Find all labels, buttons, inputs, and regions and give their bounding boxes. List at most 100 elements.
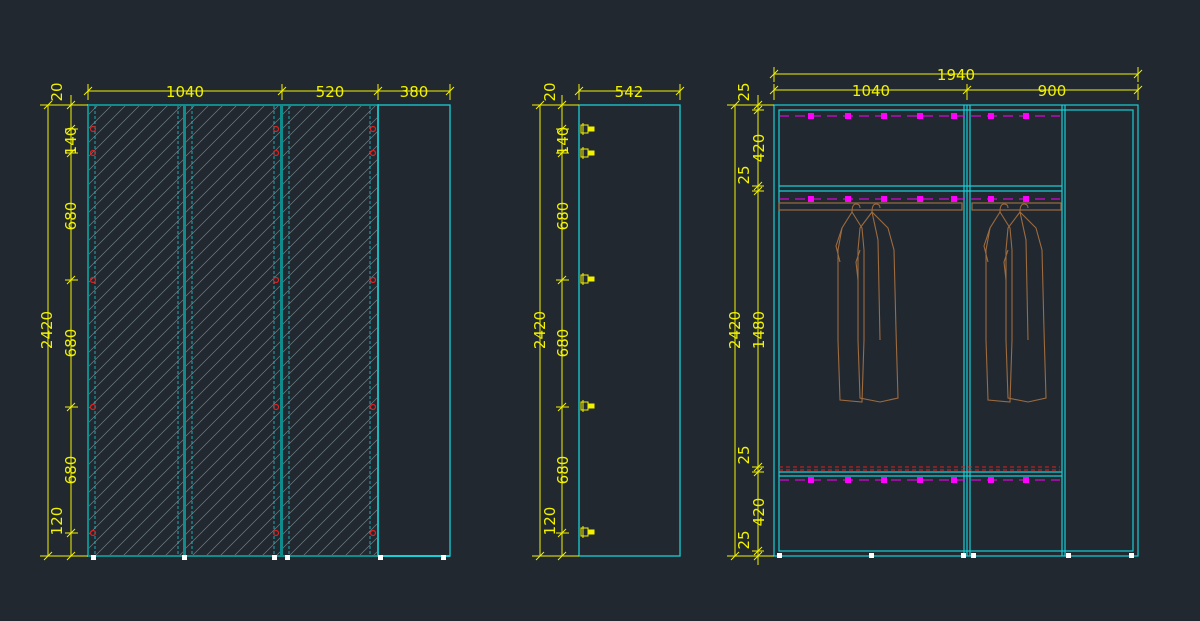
glass-hatch-line (186, 341, 280, 437)
glass-hatch-line (89, 159, 183, 255)
glass-hatch-line (186, 201, 280, 297)
hinge-symbol (580, 123, 595, 135)
hinge-mark (272, 529, 280, 537)
hanging-clothes-right (983, 203, 1047, 403)
door-panel-right (281, 104, 379, 557)
foot (1066, 553, 1071, 558)
glass-hatch-line (89, 106, 168, 185)
glass-hatch-line (283, 397, 377, 493)
glass-hatch-line (89, 299, 183, 395)
glass-hatch-line (283, 411, 377, 507)
hinge-symbol (580, 147, 595, 159)
foot (272, 555, 277, 560)
glass-hatch-line (186, 271, 280, 367)
glass-hatch-line (283, 271, 377, 367)
dim-width-380: 380 (400, 83, 429, 101)
dim-segment: 420 (750, 498, 768, 527)
carcass-outline (773, 104, 1139, 557)
hinge-mark (272, 125, 280, 133)
glass-hatch-line (186, 439, 280, 535)
glass-hatch-line (0, 100, 186, 560)
glass-hatch-line (186, 411, 280, 507)
glass-hatch-line (283, 173, 377, 269)
dim-segment: 25 (735, 82, 753, 101)
hinge-mark (369, 403, 377, 411)
glass-hatch-line (89, 439, 183, 535)
hinge-mark (89, 529, 97, 537)
glass-hatch-left (89, 100, 649, 560)
foot (1129, 553, 1134, 558)
glass-hatch-line (89, 285, 183, 381)
door-panel-left (87, 104, 185, 557)
dim-overall-height: 2420 (531, 311, 549, 349)
glass-hatch-line (89, 173, 183, 269)
dim-segment: 680 (554, 202, 572, 231)
glass-hatch-line (89, 411, 183, 507)
glass-hatch-line (186, 257, 280, 353)
hinge-mark (89, 125, 97, 133)
foot (441, 555, 446, 560)
glass-hatch-line (89, 243, 183, 339)
dim-segment: 140 (62, 127, 80, 156)
dim-segment: 680 (554, 456, 572, 485)
foot (91, 555, 96, 560)
dim-segment: 25 (735, 165, 753, 184)
glass-hatch-line (289, 467, 377, 555)
glass-hatch-line (186, 355, 280, 451)
glass-hatch-line (186, 397, 280, 493)
hinge-symbol (580, 400, 595, 412)
glass-hatch-line (186, 299, 280, 395)
glass-hatch-line (109, 481, 183, 555)
hinge-mark (272, 149, 280, 157)
glass-hatch-line (186, 131, 280, 227)
dim-width-1040: 1040 (852, 82, 890, 100)
hanging-rail-left (778, 202, 963, 211)
glass-hatch-line (186, 106, 195, 115)
glass-hatch-line (123, 495, 183, 555)
dim-segment: 680 (62, 456, 80, 485)
glass-hatch-line (89, 145, 183, 241)
glass-hatch-line (276, 551, 280, 555)
hinge-mark (89, 149, 97, 157)
dim-top-offset: 20 (541, 82, 559, 101)
glass-hatch-line (186, 215, 280, 311)
glass-hatch-right (283, 106, 377, 555)
glass-hatch-line (89, 106, 112, 129)
glass-hatch-line (89, 106, 182, 199)
glass-hatch-line (283, 369, 377, 465)
glass-hatch-line (192, 467, 280, 555)
dim-overall-height: 2420 (726, 311, 744, 349)
foot (869, 553, 874, 558)
glass-hatch-line (283, 453, 377, 549)
dim-width-1040: 1040 (166, 83, 204, 101)
dim-segment: 680 (62, 202, 80, 231)
glass-hatch-line (283, 313, 377, 409)
glass-hatch-line (206, 481, 280, 555)
glass-hatch-line (283, 106, 362, 185)
glass-hatch-line (186, 453, 280, 549)
glass-hatch-line (283, 243, 377, 339)
glass-hatch-line (189, 100, 649, 560)
interior-elevation: 1940 1040 900 2420 25 420 25 1480 25 420… (726, 66, 1143, 565)
glass-hatch-line (186, 313, 280, 409)
hinge-mark (369, 276, 377, 284)
dim-width-520: 520 (316, 83, 345, 101)
glass-hatch-line (95, 467, 183, 555)
dim-segment: 25 (735, 445, 753, 464)
dim-overall-height: 2420 (38, 311, 56, 349)
glass-hatch-line (283, 425, 377, 521)
glass-hatch-line (89, 271, 183, 367)
hinge-symbol (580, 526, 595, 538)
glass-hatch-line (186, 285, 280, 381)
glass-hatch-line (186, 173, 280, 269)
glass-hatch-line (283, 106, 376, 199)
hinge-mark (272, 403, 280, 411)
glass-hatch-line (89, 117, 183, 213)
glass-hatch-line (186, 243, 280, 339)
glass-hatch-line (186, 383, 280, 479)
glass-hatch-line (186, 106, 265, 185)
door-panel-middle (184, 104, 282, 557)
dim-segment: 420 (750, 134, 768, 163)
glass-hatch-line (283, 327, 377, 423)
glass-hatch-line (186, 159, 280, 255)
